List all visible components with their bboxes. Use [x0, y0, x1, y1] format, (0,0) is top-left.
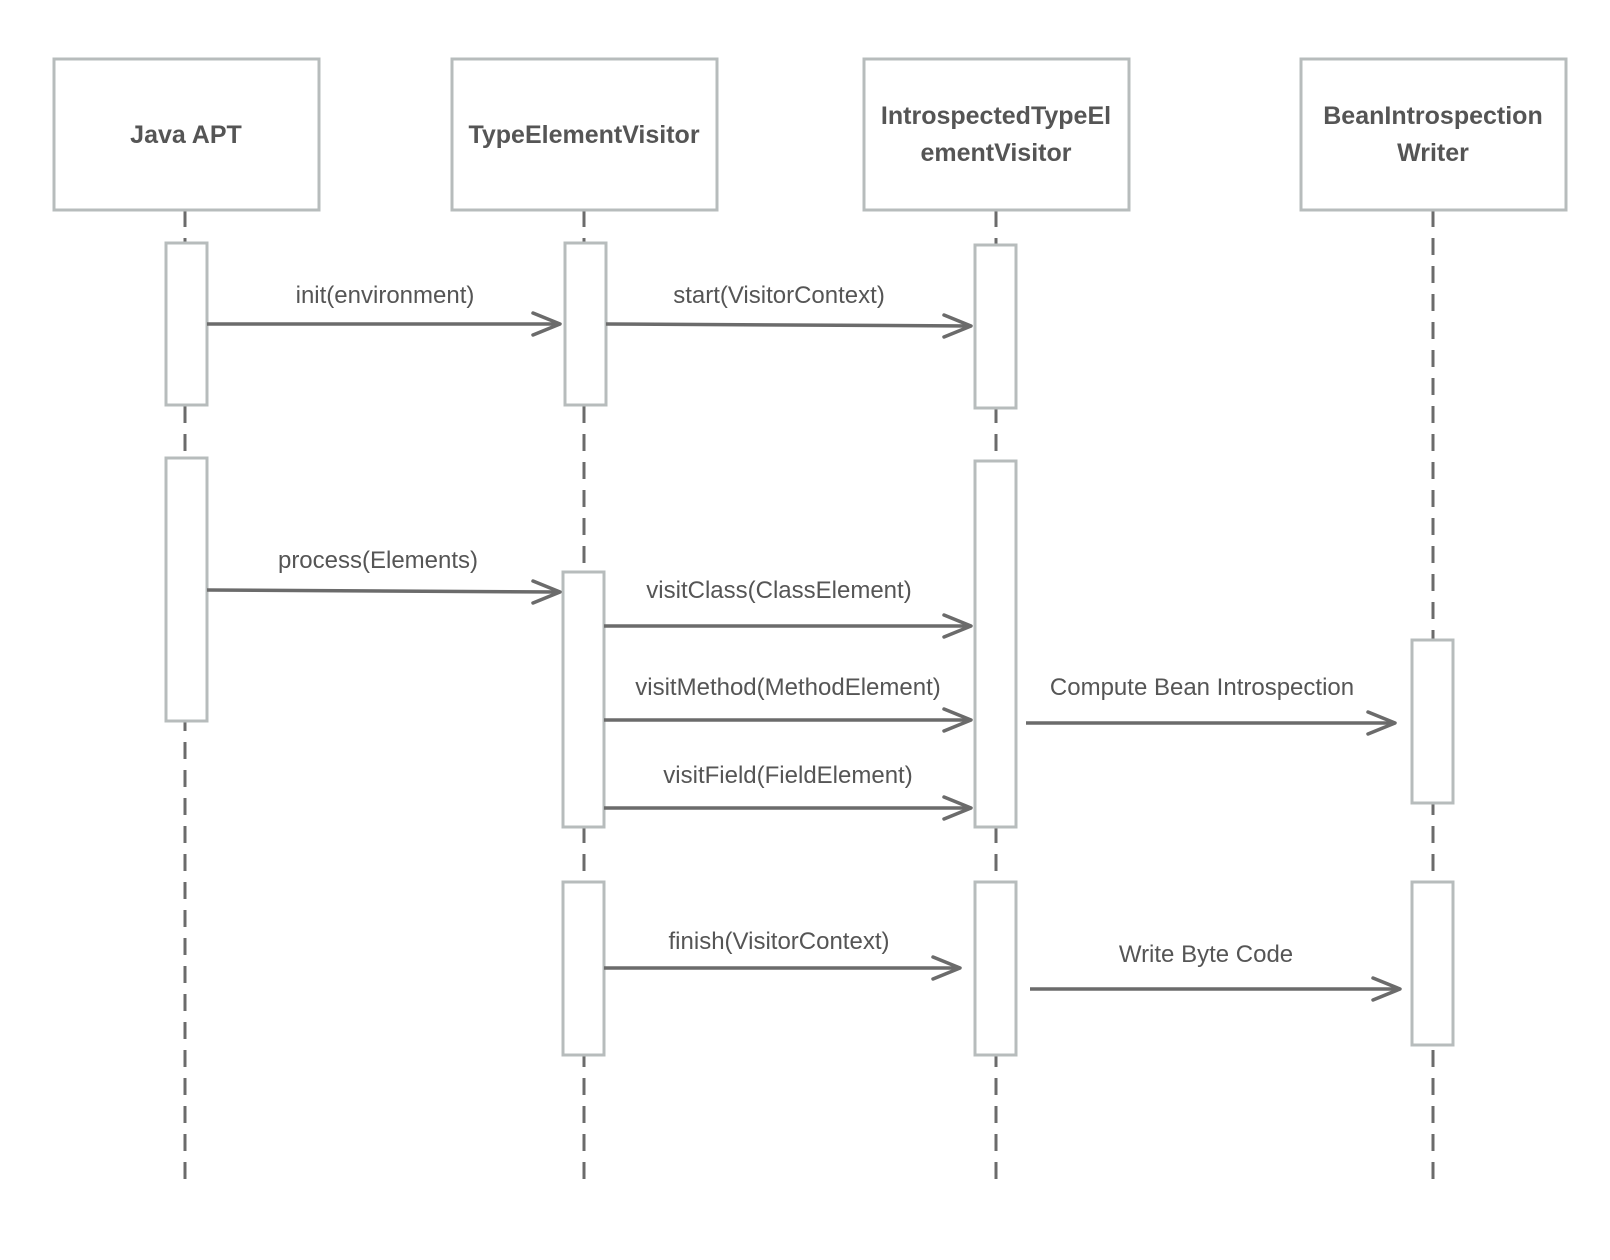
participant-bean-introspection-writer: BeanIntrospection Writer: [1299, 57, 1568, 212]
message-label: init(environment): [296, 282, 475, 309]
activation-bar: [973, 880, 1018, 1057]
message-label: finish(VisitorContext): [669, 928, 890, 955]
message-label: process(Elements): [278, 547, 478, 574]
arrowhead: [531, 579, 562, 605]
message-start: start(VisitorContext): [605, 282, 973, 339]
message-label: start(VisitorContext): [673, 282, 885, 309]
message-label: Compute Bean Introspection: [1050, 674, 1354, 701]
participant-label-line-2: Writer: [1397, 139, 1469, 167]
participant-label-line-2: ementVisitor: [921, 139, 1072, 167]
participant-type-element-visitor: TypeElementVisitor: [450, 57, 719, 212]
message-init: init(environment): [207, 282, 562, 337]
participant-label: TypeElementVisitor: [468, 121, 699, 149]
arrowhead: [942, 707, 973, 733]
message-compute: Compute Bean Introspection: [1026, 674, 1397, 736]
activation-bar: [561, 570, 606, 829]
activation-bar: [563, 241, 608, 407]
message-label: visitClass(ClassElement): [646, 577, 911, 604]
message-write: Write Byte Code: [1030, 941, 1402, 1002]
participant-label-line-1: IntrospectedTypeEl: [881, 102, 1111, 130]
message-finish: finish(VisitorContext): [604, 928, 962, 981]
activation-bar: [1410, 638, 1455, 805]
participant-label: Java APT: [130, 121, 242, 149]
message-process: process(Elements): [206, 547, 562, 605]
arrowhead: [931, 955, 962, 981]
message-label: visitMethod(MethodElement): [635, 674, 940, 701]
arrowhead: [531, 311, 562, 337]
activation-bar: [561, 880, 606, 1057]
message-visit-class: visitClass(ClassElement): [604, 577, 973, 639]
activation-bar: [164, 456, 209, 723]
message-label: Write Byte Code: [1119, 941, 1293, 968]
arrowhead: [1371, 976, 1402, 1002]
message-visit-field: visitField(FieldElement): [604, 762, 973, 821]
arrowhead: [942, 313, 973, 339]
arrowhead: [942, 795, 973, 821]
activation-bar: [973, 459, 1018, 829]
message-label: visitField(FieldElement): [663, 762, 912, 789]
participant-label-line-1: BeanIntrospection: [1323, 102, 1542, 130]
arrowhead: [942, 613, 973, 639]
activation-bar: [164, 241, 209, 407]
message-visit-method: visitMethod(MethodElement): [604, 674, 973, 733]
activation-bar: [973, 243, 1018, 410]
activation-bar: [1410, 880, 1455, 1047]
participant-java-apt: Java APT: [52, 57, 321, 212]
arrowhead: [1366, 710, 1397, 736]
participant-introspected-type-element-visitor: IntrospectedTypeEl ementVisitor: [862, 57, 1131, 212]
